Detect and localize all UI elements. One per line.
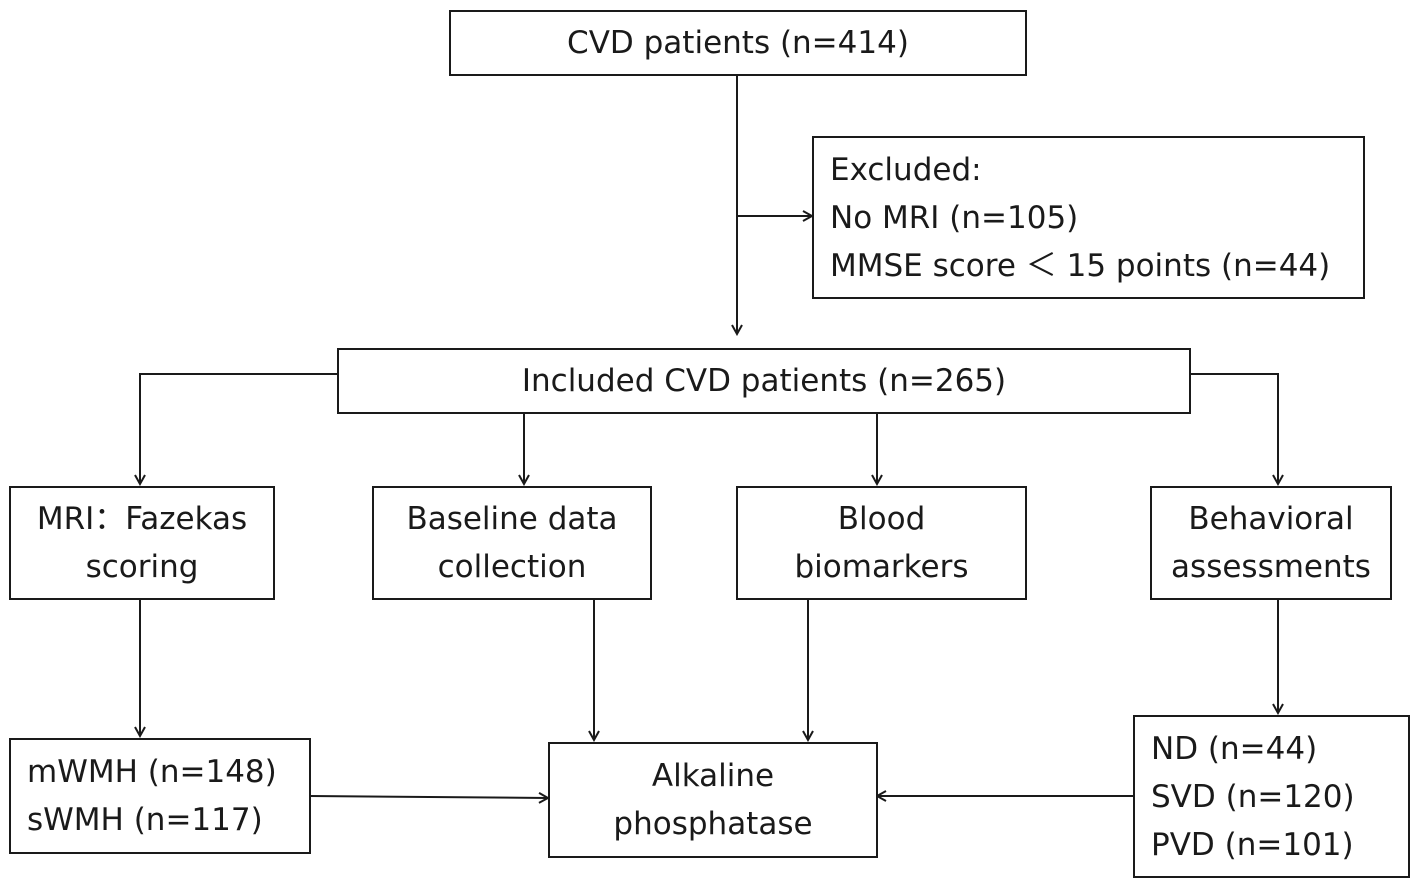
- group-svd: SVD (n=120): [1151, 778, 1355, 815]
- behavioral-line1: Behavioral: [1188, 501, 1354, 537]
- alp-line2: phosphatase: [613, 806, 813, 842]
- blood-line1: Blood: [837, 501, 926, 537]
- excluded-title: Excluded:: [830, 151, 982, 188]
- baseline-line1: Baseline data: [406, 501, 618, 537]
- arrow-wmh-to-alp: [309, 796, 548, 798]
- cvd-patients-box: CVD patients (n=414): [449, 10, 1027, 76]
- behavioral-assessments-box: Behavioral assessments: [1150, 486, 1392, 600]
- excluded-box: Excluded: No MRI (n=105) MMSE score ＜ 15…: [812, 136, 1365, 299]
- arrow-included-to-behavioral: [1191, 373, 1278, 484]
- cvd-patients-text: CVD patients (n=414): [567, 25, 909, 61]
- blood-line2: biomarkers: [794, 549, 969, 585]
- alp-line1: Alkaline: [651, 758, 775, 794]
- baseline-line2: collection: [437, 549, 587, 585]
- baseline-data-box: Baseline data collection: [372, 486, 652, 600]
- excluded-no-mri: No MRI (n=105): [830, 199, 1079, 236]
- behavioral-line2: assessments: [1171, 549, 1371, 585]
- arrow-included-to-mri: [140, 373, 337, 484]
- included-patients-text: Included CVD patients (n=265): [521, 363, 1007, 399]
- mri-fazekas-line1: MRI：Fazekas: [36, 501, 248, 537]
- excluded-mmse: MMSE score ＜ 15 points (n=44): [830, 247, 1331, 284]
- mri-fazekas-line2: scoring: [85, 549, 199, 585]
- included-patients-box: Included CVD patients (n=265): [337, 348, 1191, 414]
- group-pvd: PVD (n=101): [1151, 826, 1354, 863]
- alkaline-phosphatase-box: Alkaline phosphatase: [548, 742, 878, 858]
- mwmh-text: mWMH (n=148): [27, 754, 277, 790]
- wmh-box: mWMH (n=148) sWMH (n=117): [9, 738, 311, 854]
- mri-fazekas-box: MRI：Fazekas scoring: [9, 486, 275, 600]
- group-nd: ND (n=44): [1151, 730, 1318, 767]
- blood-biomarkers-box: Blood biomarkers: [736, 486, 1027, 600]
- swmh-text: sWMH (n=117): [27, 802, 263, 838]
- groups-box: ND (n=44) SVD (n=120) PVD (n=101): [1133, 715, 1410, 878]
